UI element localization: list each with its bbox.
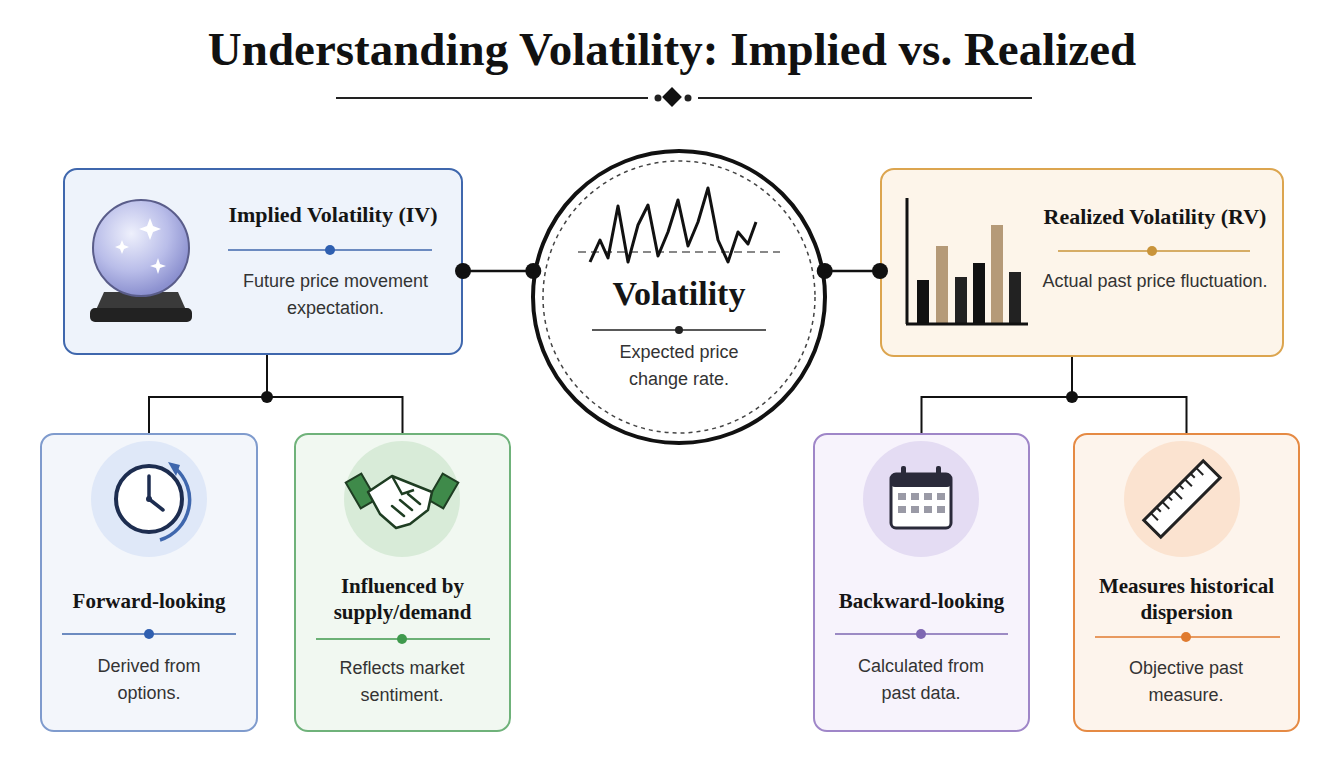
node-body: Future price movement expectation. bbox=[213, 268, 458, 322]
node-body: Calculated from past data. bbox=[846, 653, 996, 707]
node-heading: Influenced by supply/demand bbox=[302, 573, 503, 626]
connector-dot bbox=[872, 263, 888, 279]
property-box: Forward-lookingDerived from options. bbox=[40, 433, 258, 732]
tree-connector bbox=[922, 357, 1073, 433]
center-circle: VolatilityExpected price change rate. bbox=[531, 149, 827, 445]
node-body: Objective past measure. bbox=[1111, 655, 1261, 709]
junction-dot bbox=[1066, 391, 1078, 403]
concept-box: Implied Volatility (IV) Future price move… bbox=[63, 168, 463, 355]
connector-dot bbox=[455, 263, 471, 279]
node-body: Derived from options. bbox=[79, 653, 219, 707]
diagram-title: Understanding Volatility: Implied vs. Re… bbox=[0, 22, 1344, 76]
tree-connector bbox=[267, 355, 403, 433]
node-body: Reflects market sentiment. bbox=[327, 655, 477, 709]
node-body: Actual past price fluctuation. bbox=[1040, 268, 1270, 295]
node-body: Expected price change rate. bbox=[599, 339, 759, 393]
node-heading: Implied Volatility (IV) bbox=[203, 201, 463, 229]
property-box: Influenced by supply/demandReflects mark… bbox=[294, 433, 511, 732]
junction-dot bbox=[261, 391, 273, 403]
connector-dot bbox=[525, 263, 541, 279]
node-heading: Volatility bbox=[531, 273, 827, 316]
connector-dot bbox=[817, 263, 833, 279]
node-heading: Forward-looking bbox=[40, 588, 258, 614]
link-line bbox=[825, 270, 880, 273]
link-line bbox=[463, 270, 533, 273]
concept-box: Realized Volatility (RV) Actual past pric… bbox=[880, 168, 1284, 357]
property-box: Measures historical dispersionObjective … bbox=[1073, 433, 1300, 732]
tree-connector bbox=[1072, 357, 1187, 433]
tree-connector bbox=[149, 355, 267, 433]
node-heading: Measures historical dispersion bbox=[1079, 573, 1294, 626]
title-divider bbox=[336, 87, 1032, 107]
node-heading: Realized Volatility (RV) bbox=[1025, 203, 1285, 231]
property-box: Backward-lookingCalculated from past dat… bbox=[813, 433, 1030, 732]
node-heading: Backward-looking bbox=[813, 588, 1030, 614]
